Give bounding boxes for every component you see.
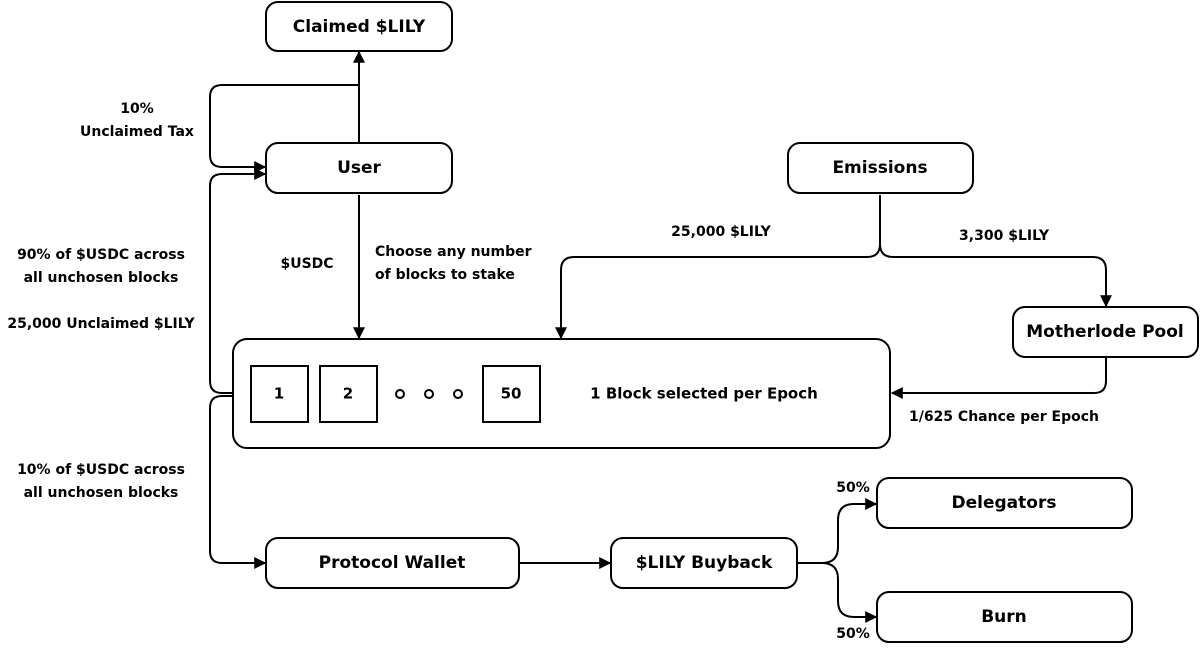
ellipsis-dot xyxy=(424,389,434,399)
block-2: 2 xyxy=(319,365,378,423)
usdc-label: $USDC xyxy=(280,256,333,272)
lily-buyback-node: $LILY Buyback xyxy=(610,537,798,589)
choose-blocks-line2: of blocks to stake xyxy=(375,267,515,283)
usdc-10-line1: 10% of $USDC across xyxy=(17,462,185,478)
delegators-label: Delegators xyxy=(952,493,1057,513)
protocol-wallet-node: Protocol Wallet xyxy=(265,537,520,589)
usdc-10-line2: all unchosen blocks xyxy=(24,485,179,501)
block-1-label: 1 xyxy=(274,385,284,403)
protocol-wallet-label: Protocol Wallet xyxy=(319,553,466,573)
blocks-container: 1 2 50 1 Block selected per Epoch xyxy=(232,338,891,449)
tax-text-label: Unclaimed Tax xyxy=(80,124,194,140)
motherlode-pool-node: Motherlode Pool xyxy=(1012,306,1199,358)
claimed-lily-node: Claimed $LILY xyxy=(265,1,453,52)
tax-percent-label: 10% xyxy=(120,101,154,117)
block-1: 1 xyxy=(250,365,309,423)
block-50: 50 xyxy=(482,365,541,423)
ellipsis-dot xyxy=(453,389,463,399)
block-selection-text: 1 Block selected per Epoch xyxy=(590,385,818,403)
arrow-motherlode-to-blocks xyxy=(890,358,1107,399)
lily-buyback-label: $LILY Buyback xyxy=(636,553,773,573)
emissions-label: Emissions xyxy=(832,158,927,178)
split-bottom-label: 50% xyxy=(836,626,870,642)
emissions-node: Emissions xyxy=(787,142,974,194)
arrow-buyback-to-burn xyxy=(798,562,878,623)
user-node: User xyxy=(265,142,453,194)
usdc-90-line2: all unchosen blocks xyxy=(24,270,179,286)
emission-left-label: 25,000 $LILY xyxy=(671,224,772,240)
block-2-label: 2 xyxy=(343,385,353,403)
split-top-label: 50% xyxy=(836,480,870,496)
emission-right-label: 3,300 $LILY xyxy=(959,228,1050,244)
motherlode-pool-label: Motherlode Pool xyxy=(1026,322,1184,342)
arrow-tax-loop xyxy=(209,84,359,173)
arrow-blocks-to-user xyxy=(209,168,267,394)
arrow-buyback-to-delegators xyxy=(798,498,878,564)
burn-label: Burn xyxy=(981,607,1027,627)
usdc-90-line1: 90% of $USDC across xyxy=(17,247,185,263)
chance-label: 1/625 Chance per Epoch xyxy=(909,409,1099,425)
arrow-blocks-to-wallet xyxy=(209,395,267,569)
arrow-emissions-to-blocks xyxy=(555,195,881,340)
choose-blocks-line1: Choose any number xyxy=(375,244,532,260)
unclaimed-lily-label: 25,000 Unclaimed $LILY xyxy=(7,316,195,332)
claimed-lily-label: Claimed $LILY xyxy=(293,17,426,37)
burn-node: Burn xyxy=(876,591,1133,643)
delegators-node: Delegators xyxy=(876,477,1133,529)
user-label: User xyxy=(337,158,381,178)
arrow-emissions-to-motherlode xyxy=(879,243,1112,308)
ellipsis-dot xyxy=(395,389,405,399)
block-50-label: 50 xyxy=(501,385,522,403)
